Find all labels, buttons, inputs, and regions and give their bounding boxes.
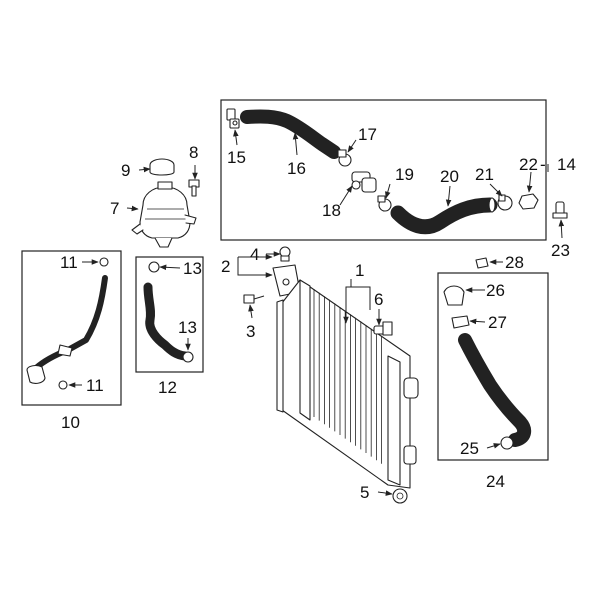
group-box-12	[135, 256, 204, 373]
callout-14: 14	[557, 155, 576, 174]
callout-15: 15	[227, 148, 246, 167]
fitting-18[interactable]	[351, 171, 377, 193]
hose-clamp-17[interactable]	[337, 149, 352, 167]
bleeder-23[interactable]	[552, 201, 568, 219]
callout-16: 16	[287, 159, 306, 178]
callout-26: 26	[486, 281, 505, 300]
overflow-hose-10[interactable]	[26, 257, 109, 390]
callout-5: 5	[360, 483, 369, 502]
callout-1: 1	[355, 261, 364, 280]
callout-9: 9	[121, 161, 130, 180]
callout-2: 2	[221, 257, 230, 276]
callout-12: 12	[158, 378, 177, 397]
sensor-6[interactable]	[373, 321, 393, 336]
group-box-10	[21, 250, 122, 406]
coolant-reservoir-7[interactable]	[131, 181, 197, 248]
callout-4: 4	[250, 245, 259, 264]
callout-7: 7	[110, 199, 119, 218]
hose-clamp-19[interactable]	[377, 195, 392, 212]
hose-clamp-21[interactable]	[497, 194, 513, 211]
hose-12[interactable]	[143, 261, 194, 363]
upper-radiator-hose[interactable]	[240, 109, 341, 159]
callout-27: 27	[488, 313, 507, 332]
leader-lines	[68, 129, 565, 496]
callout-22: 22	[519, 155, 538, 174]
callout-28: 28	[505, 253, 524, 272]
callout-25: 25	[460, 439, 479, 458]
clip-4[interactable]	[279, 246, 291, 262]
callout-23: 23	[551, 241, 570, 260]
group-box-24	[437, 272, 549, 461]
callout-20: 20	[440, 167, 459, 186]
callout-17: 17	[358, 125, 377, 144]
drain-plug-5[interactable]	[392, 488, 408, 504]
fitting-22[interactable]	[518, 193, 539, 210]
reservoir-cap-9[interactable]	[149, 158, 175, 176]
callout-13b: 13	[178, 318, 197, 337]
callout-18: 18	[322, 201, 341, 220]
callout-8: 8	[189, 143, 198, 162]
radiator-fins	[313, 289, 383, 464]
callouts: 1 2 3 4 5 6 7 8 9 10 11 11 12 13 13 14 1…	[60, 125, 576, 502]
callout-11a: 11	[60, 253, 78, 272]
group-box-upper-hose	[220, 99, 547, 241]
callout-21: 21	[475, 165, 494, 184]
hose-clamp-15[interactable]	[226, 108, 240, 129]
callout-11b: 11	[86, 376, 104, 395]
callout-19: 19	[395, 165, 414, 184]
callout-10: 10	[61, 413, 80, 432]
callout-22-dash: -	[540, 155, 546, 174]
hose-20[interactable]	[390, 197, 498, 235]
callout-13a: 13	[183, 259, 202, 278]
callout-24: 24	[486, 472, 505, 491]
radiator-1[interactable]	[276, 279, 419, 489]
callout-3: 3	[246, 322, 255, 341]
callout-6: 6	[374, 290, 383, 309]
bolt-8[interactable]	[188, 179, 200, 197]
lower-radiator-hose-24[interactable]	[443, 257, 532, 450]
bolt-3[interactable]	[243, 294, 265, 304]
